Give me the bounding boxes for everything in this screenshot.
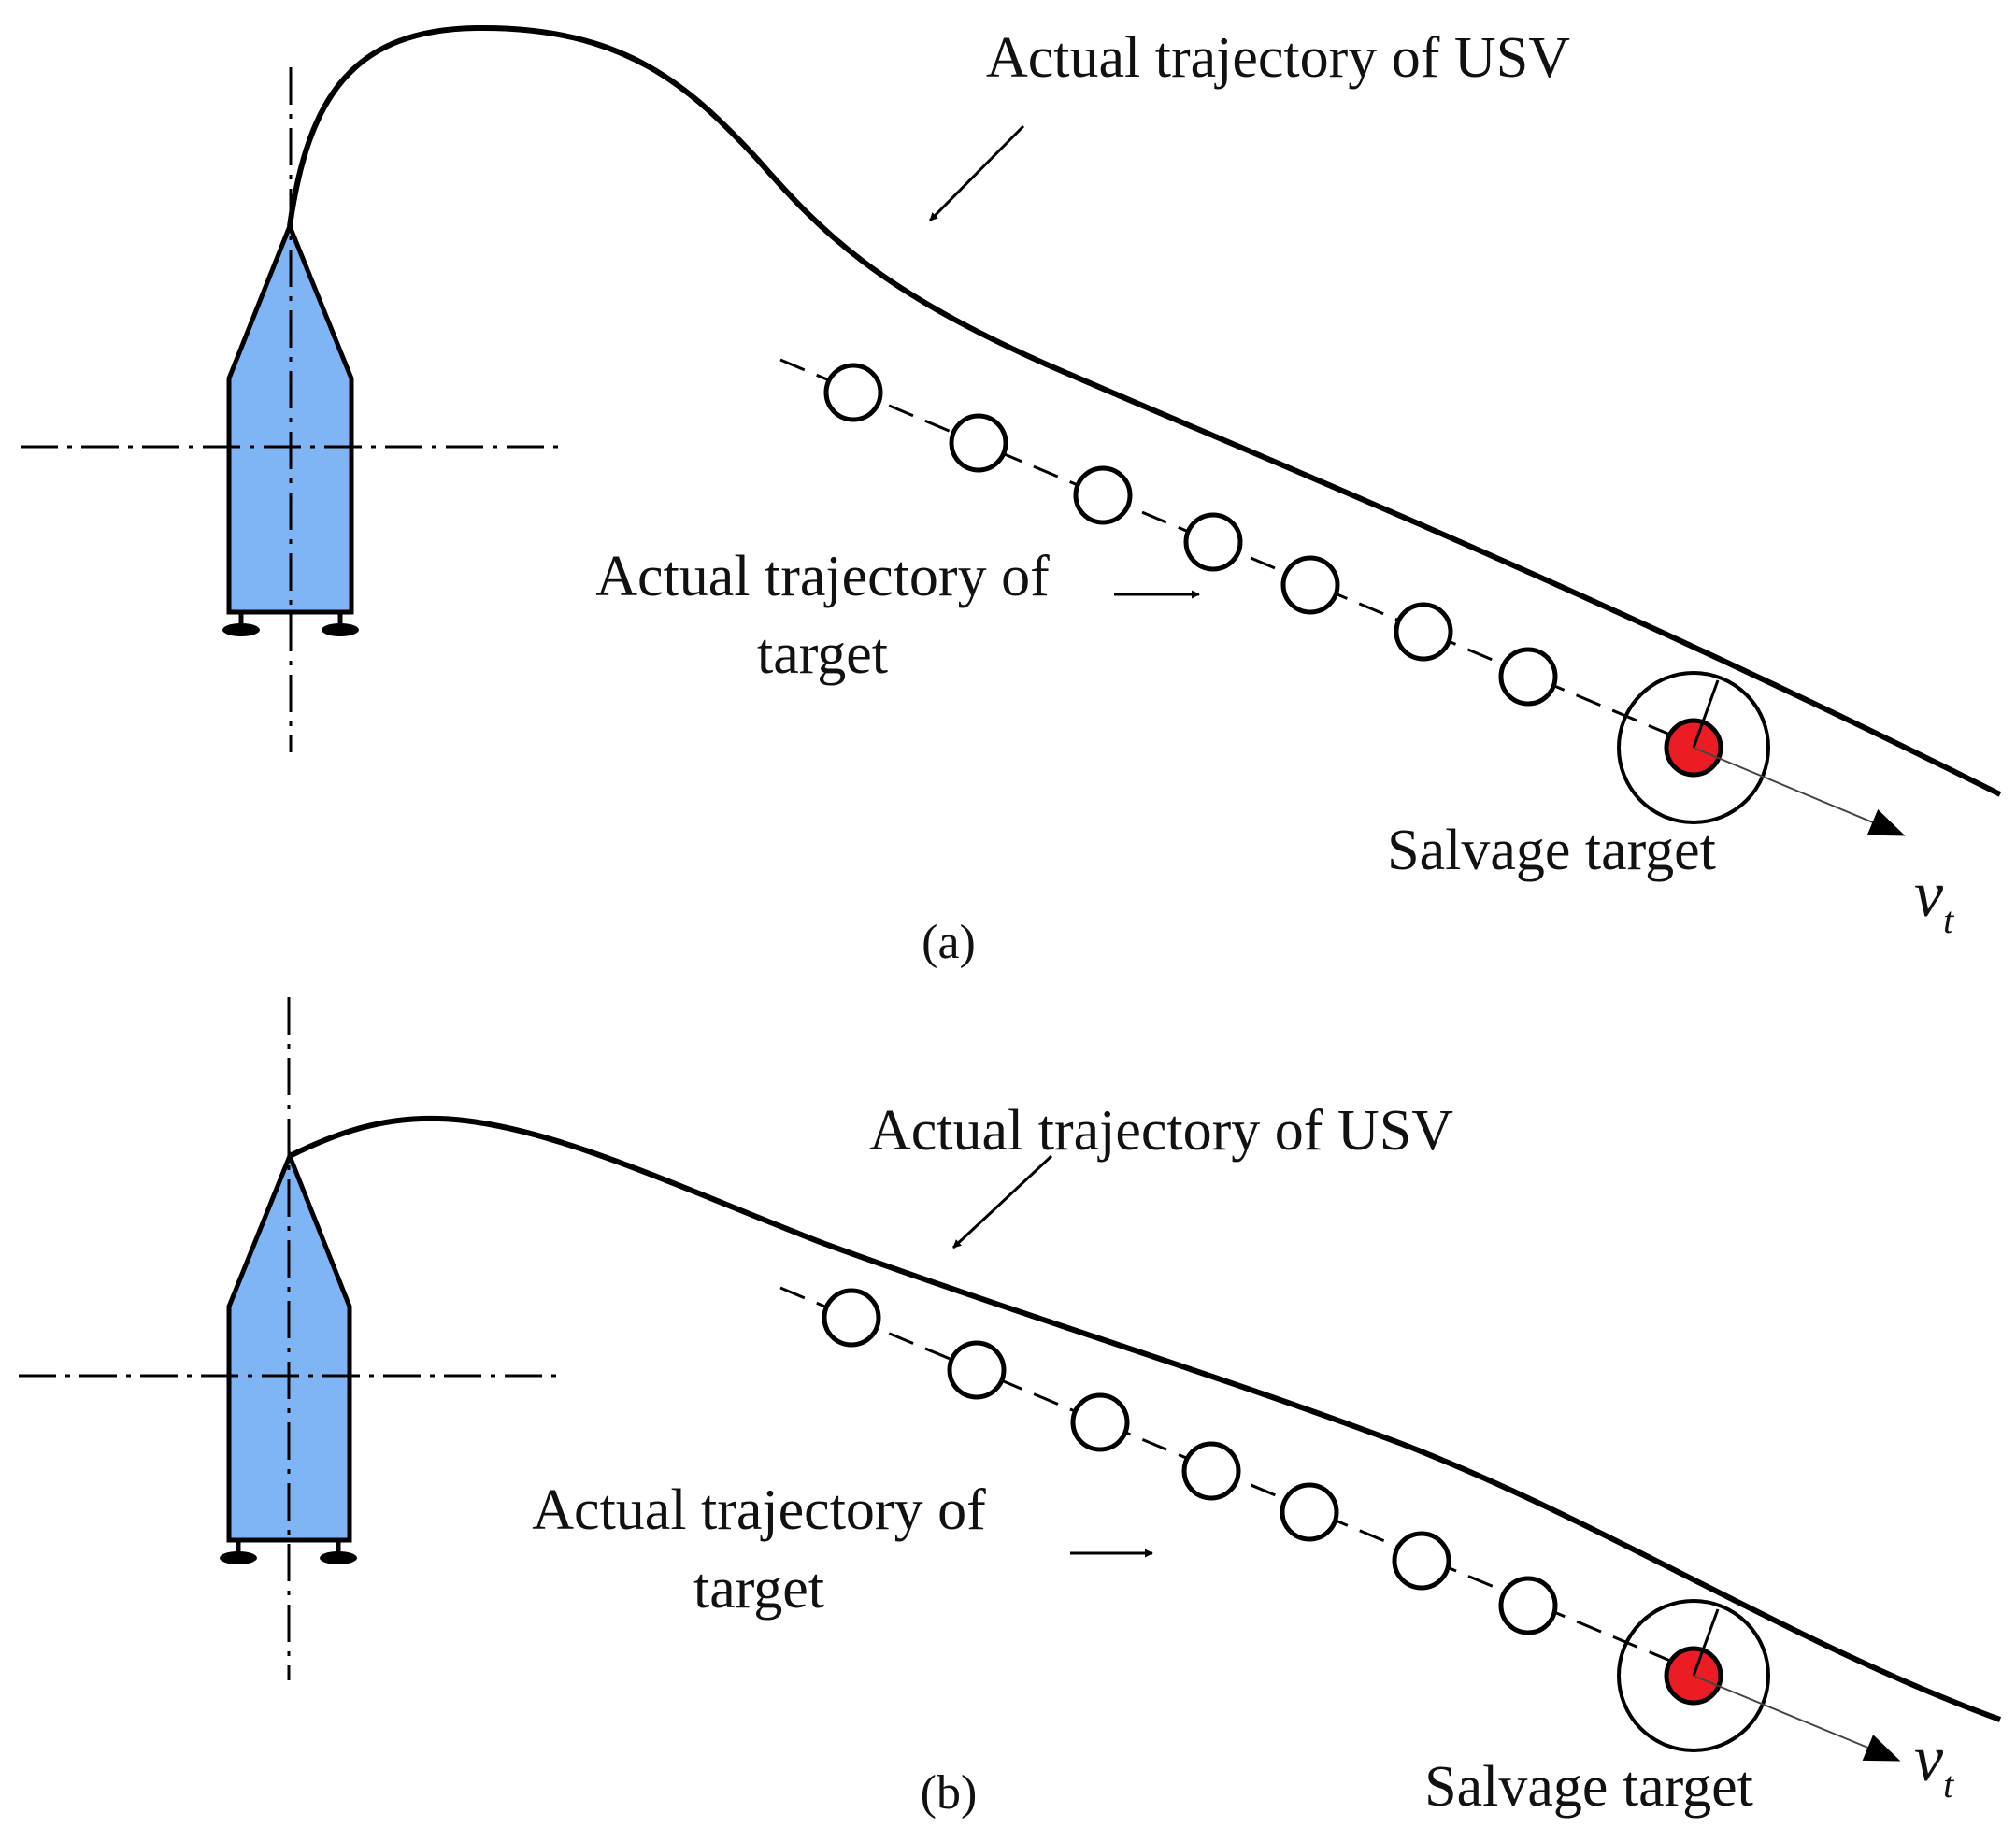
past-target-position [1392,1531,1451,1591]
velocity-subscript: t [1943,899,1954,941]
velocity-symbol: v [1914,1723,1944,1795]
salvage-target-capture-circle [1617,1599,1770,1752]
velocity-label: vt [1914,1723,1954,1806]
usv-trajectory-curve [288,1115,2002,1722]
velocity-subscript: t [1943,1763,1954,1806]
past-target-position [1498,647,1558,707]
thruster-left-icon [220,1540,257,1564]
velocity-label: vt [1914,859,1954,941]
panel-b: Actual trajectory of USV Actual trajecto… [19,997,2002,1820]
past-target-position [1070,1392,1130,1452]
salvage-target-label: Salvage target [1424,1755,1753,1819]
velocity-symbol: v [1914,859,1944,931]
past-target-position [1183,512,1243,572]
past-target-position [822,1288,881,1348]
capture-radius-line [1692,1608,1720,1677]
usv-trajectory-curve [287,24,2002,797]
usv-label-pointer-arrow [951,1154,1053,1249]
capture-radius-line [1692,679,1720,749]
panel-a: Actual trajectory of USV Actual trajecto… [21,24,2002,969]
salvage-target-label: Salvage target [1387,819,1716,882]
velocity-arrow [1693,747,1906,836]
past-target-position [1280,555,1340,615]
past-target-position [1073,465,1133,525]
past-target-position [947,1340,1007,1400]
target-trajectory-label-line1: Actual trajectory of [595,545,1050,608]
past-target-positions [823,363,1558,707]
past-target-position [1498,1576,1558,1635]
usv-trajectory-label: Actual trajectory of USV [986,26,1570,90]
past-target-position [823,363,883,422]
thruster-left-icon [222,612,260,636]
panel-caption: (b) [921,1766,978,1820]
target-trajectory-label-line2: target [757,622,888,686]
salvage-target [1617,671,1906,836]
past-target-position [1280,1482,1339,1542]
usv-trajectory-label: Actual trajectory of USV [869,1099,1453,1163]
salvage-target [1617,1599,1901,1762]
salvage-target-capture-circle [1617,671,1770,824]
past-target-position [1181,1441,1241,1501]
velocity-arrow [1693,1675,1901,1762]
thruster-right-icon [322,612,359,636]
target-trajectory-label-line1: Actual trajectory of [532,1478,986,1542]
usv-label-pointer-arrow [928,124,1025,222]
past-target-position [1394,602,1453,662]
past-target-positions [822,1288,1558,1635]
target-trajectory-label-line2: target [693,1557,824,1621]
past-target-position [949,413,1008,473]
thruster-right-icon [320,1540,357,1564]
panel-caption: (a) [922,916,976,969]
